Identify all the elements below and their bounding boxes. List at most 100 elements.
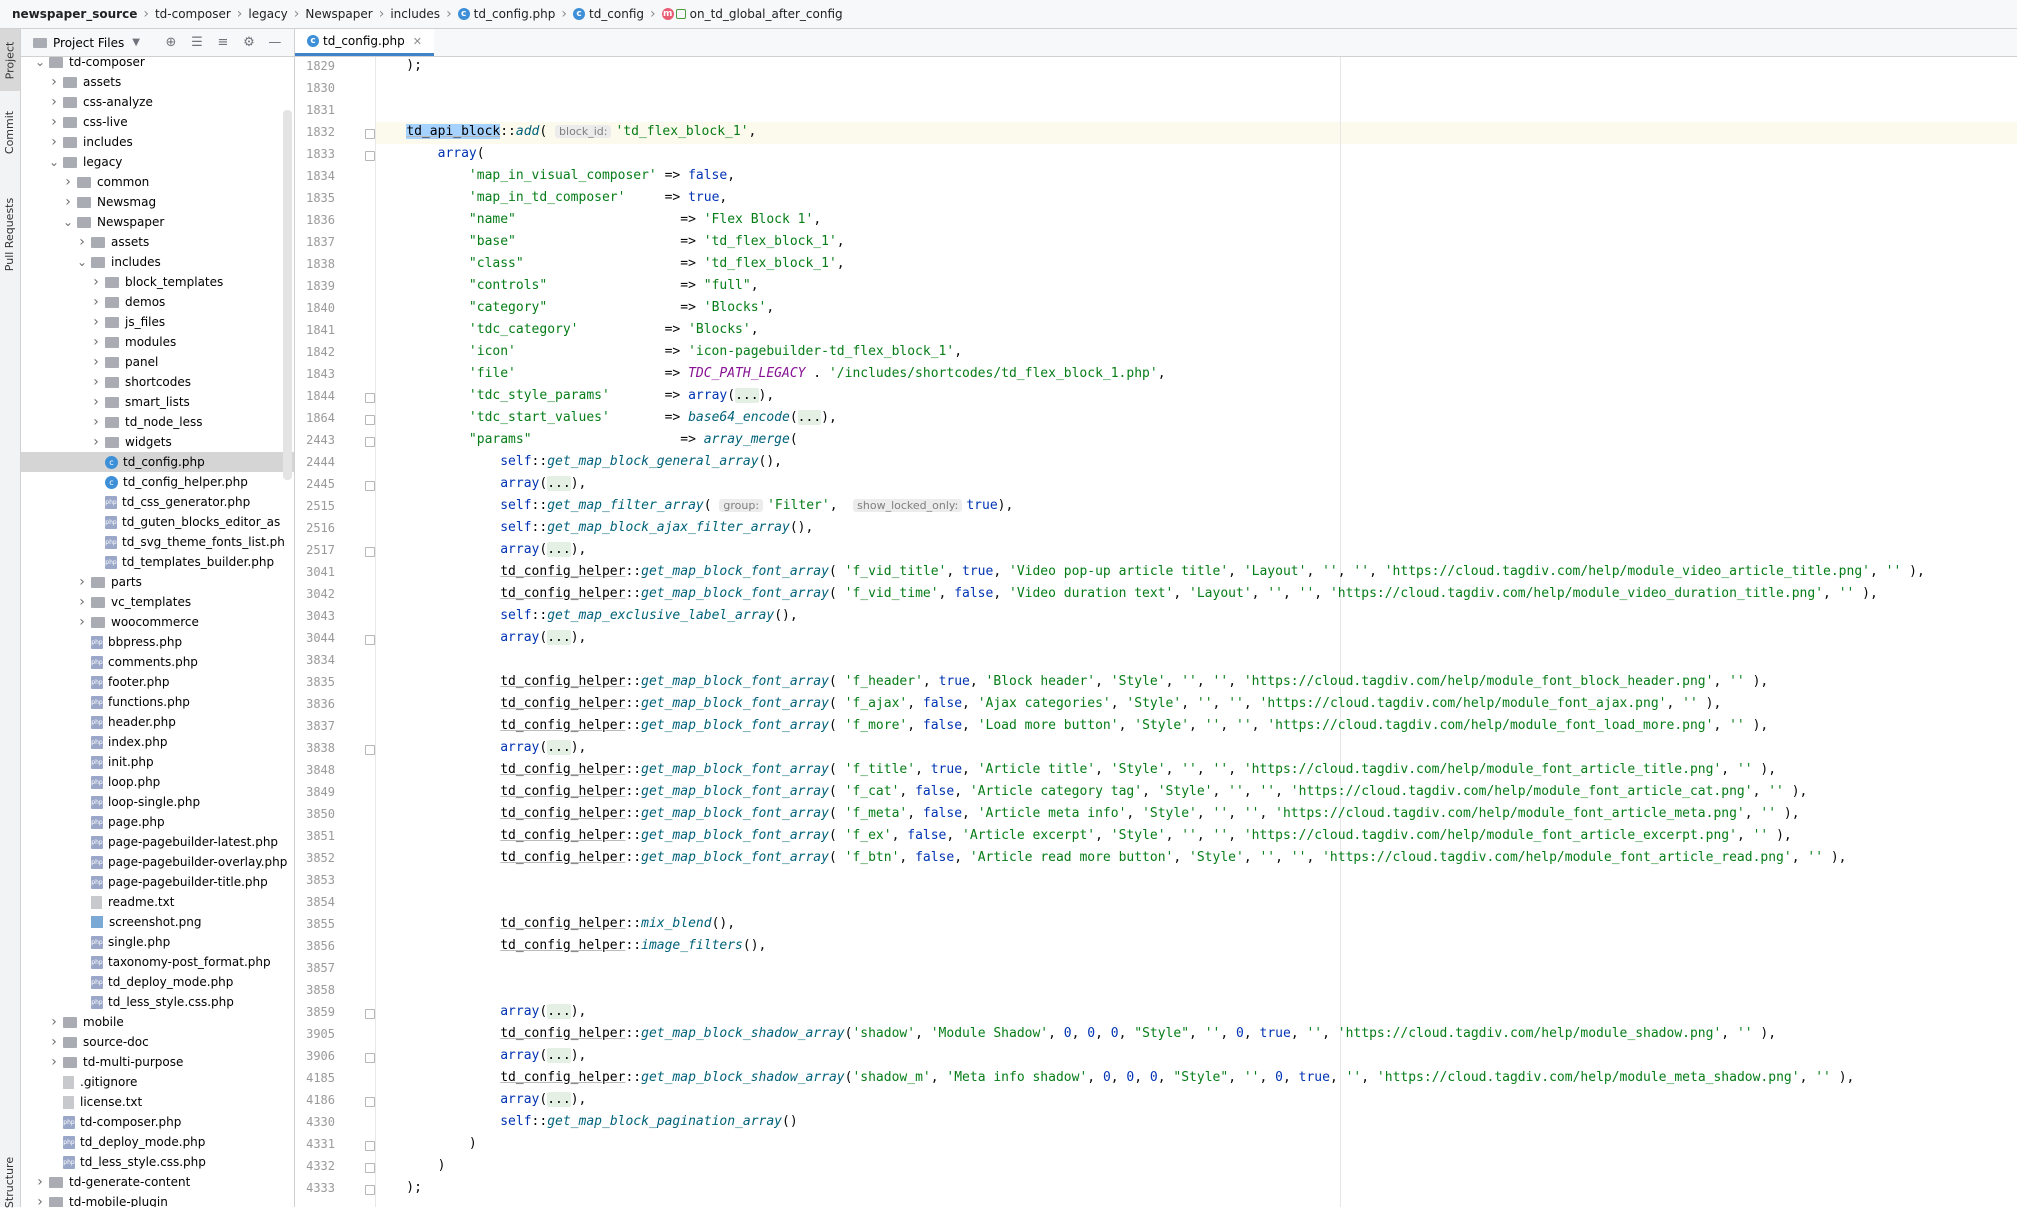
code-line[interactable]: td_api_block::add( block_id:'td_flex_blo… (375, 121, 756, 143)
code-line[interactable]: self::get_map_filter_array( group:'Filte… (375, 495, 1013, 517)
line-number[interactable]: 2444 (306, 455, 335, 469)
line-number[interactable]: 1834 (306, 169, 335, 183)
tree-folder[interactable]: ⌄includes (21, 252, 294, 272)
code-line[interactable]: td_config_helper::get_map_block_font_arr… (375, 693, 1721, 715)
line-number[interactable]: 3835 (306, 675, 335, 689)
tree-folder[interactable]: ›common (21, 172, 294, 192)
chevron-right-icon[interactable]: › (93, 414, 99, 430)
chevron-right-icon[interactable]: › (51, 1034, 57, 1050)
chevron-right-icon[interactable]: › (93, 354, 99, 370)
code-line[interactable]: 'tdc_category' => 'Blocks', (375, 319, 759, 341)
locate-icon[interactable]: ⊕ (165, 35, 177, 50)
code-line[interactable]: self::get_map_exclusive_label_array(), (375, 605, 797, 627)
line-number[interactable]: 1829 (306, 59, 335, 73)
code-line[interactable]: array(...), (375, 627, 586, 649)
code-line[interactable]: array(...), (375, 1045, 586, 1067)
tree-folder[interactable]: ›td_node_less (21, 412, 294, 432)
tree-folder[interactable]: ›demos (21, 292, 294, 312)
folded-region[interactable]: ... (547, 542, 571, 557)
line-number[interactable]: 2445 (306, 477, 335, 491)
line-number[interactable]: 3852 (306, 851, 335, 865)
tree-folder[interactable]: ›mobile (21, 1012, 294, 1032)
chevron-right-icon[interactable]: › (51, 1054, 57, 1070)
line-number[interactable]: 4185 (306, 1071, 335, 1085)
breadcrumb-item[interactable]: Newspaper (301, 7, 376, 21)
folded-region[interactable]: ... (547, 1004, 571, 1019)
code-line[interactable]: "name" => 'Flex Block 1', (375, 209, 821, 231)
code-line[interactable]: self::get_map_block_general_array(), (375, 451, 782, 473)
chevron-right-icon[interactable]: › (51, 114, 57, 130)
chevron-right-icon[interactable]: › (65, 174, 71, 190)
fold-marker-icon[interactable] (365, 437, 375, 447)
line-number[interactable]: 1841 (306, 323, 335, 337)
folded-region[interactable]: ... (547, 1092, 571, 1107)
code-line[interactable]: 'map_in_td_composer' => true, (375, 187, 727, 209)
code-line[interactable]: td_config_helper::get_map_block_shadow_a… (375, 1023, 1776, 1045)
line-number[interactable]: 3906 (306, 1049, 335, 1063)
tab-pull-requests[interactable]: Pull Requests (3, 197, 17, 271)
line-number[interactable]: 3041 (306, 565, 335, 579)
line-number[interactable]: 4333 (306, 1181, 335, 1195)
tree-folder[interactable]: ›includes (21, 132, 294, 152)
expand-all-icon[interactable]: ☰ (191, 35, 203, 50)
line-number[interactable]: 3836 (306, 697, 335, 711)
code-line[interactable]: ); (375, 1177, 422, 1199)
chevron-right-icon[interactable]: › (37, 1174, 43, 1190)
line-number[interactable]: 4332 (306, 1159, 335, 1173)
folded-region[interactable]: ... (797, 410, 822, 425)
chevron-right-icon[interactable]: › (79, 614, 85, 630)
code-line[interactable]: "controls" => "full", (375, 275, 759, 297)
breadcrumb-item[interactable]: td-composer (151, 7, 235, 21)
breadcrumb-item[interactable]: includes (386, 7, 444, 21)
fold-marker-icon[interactable] (365, 481, 375, 491)
code-line[interactable]: td_config_helper::image_filters(), (375, 935, 766, 957)
fold-marker-icon[interactable] (365, 1097, 375, 1107)
tree-folder[interactable]: ⌄td-composer (21, 57, 294, 72)
line-number[interactable]: 3854 (306, 895, 335, 909)
line-number[interactable]: 3044 (306, 631, 335, 645)
chevron-down-icon[interactable]: ⌄ (49, 155, 60, 169)
code-line[interactable]: td_config_helper::get_map_block_font_arr… (375, 803, 1799, 825)
code-line[interactable]: array( (375, 143, 485, 165)
close-icon[interactable]: ✕ (412, 34, 422, 48)
code-line[interactable]: td_config_helper::get_map_block_font_arr… (375, 781, 1807, 803)
tree-file[interactable]: .gitignore (21, 1072, 294, 1092)
line-number[interactable]: 1836 (306, 213, 335, 227)
tree-folder[interactable]: ›block_templates (21, 272, 294, 292)
chevron-right-icon[interactable]: › (51, 74, 57, 90)
code-line[interactable]: 'file' => TDC_PATH_LEGACY . '/includes/s… (375, 363, 1166, 385)
gear-icon[interactable]: ⚙ (243, 35, 255, 50)
line-number[interactable]: 3905 (306, 1027, 335, 1041)
code-line[interactable]: "params" => array_merge( (375, 429, 798, 451)
chevron-right-icon[interactable]: › (93, 394, 99, 410)
fold-marker-icon[interactable] (365, 1141, 375, 1151)
line-number[interactable]: 3837 (306, 719, 335, 733)
line-number[interactable]: 1833 (306, 147, 335, 161)
tree-folder[interactable]: ›td-mobile-plugin (21, 1192, 294, 1207)
fold-marker-icon[interactable] (365, 635, 375, 645)
tree-folder[interactable]: ›Newsmag (21, 192, 294, 212)
fold-marker-icon[interactable] (365, 393, 375, 403)
chevron-right-icon[interactable]: › (65, 194, 71, 210)
chevron-right-icon[interactable]: › (93, 434, 99, 450)
chevron-down-icon[interactable]: ⌄ (77, 255, 88, 269)
line-number[interactable]: 3857 (306, 961, 335, 975)
